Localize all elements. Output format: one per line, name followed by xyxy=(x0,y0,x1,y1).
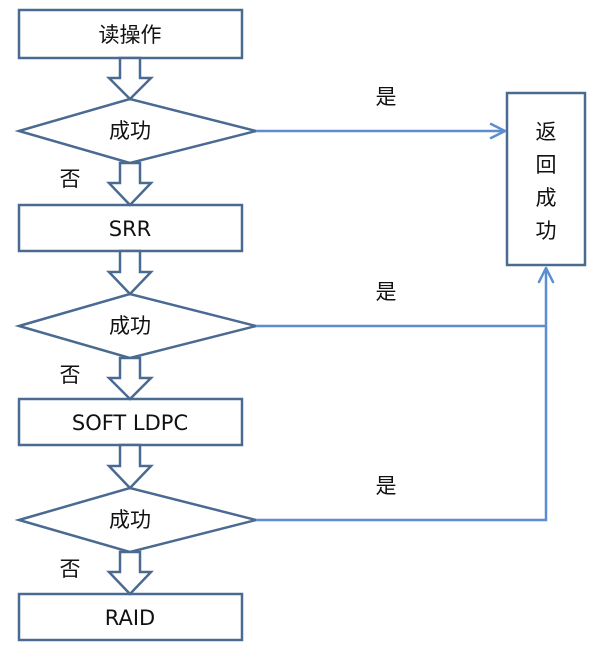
result-char-1: 返 xyxy=(536,120,557,144)
yes-label-2: 是 xyxy=(376,280,397,304)
down-arrow-6 xyxy=(106,550,154,596)
down-arrow-2 xyxy=(106,161,154,207)
down-arrow-5 xyxy=(106,443,154,490)
decision-1-label: 成功 xyxy=(109,119,151,143)
no-label-2: 否 xyxy=(60,363,81,387)
step-raid-label: RAID xyxy=(105,606,155,630)
result-char-2: 回 xyxy=(536,153,557,177)
step-srr xyxy=(17,203,244,253)
step-soft-ldpc-label: SOFT LDPC xyxy=(72,411,188,435)
result-char-3: 成 xyxy=(536,186,557,210)
step-read-operation-label: 读操作 xyxy=(99,23,162,47)
yes-label-1: 是 xyxy=(376,85,397,109)
down-arrow-1 xyxy=(105,56,155,101)
down-arrow-4 xyxy=(105,356,155,401)
yes-connector-3-arrowhead xyxy=(537,266,555,284)
no-label-1: 否 xyxy=(60,167,81,191)
yes-label-3: 是 xyxy=(376,474,397,498)
result-char-4: 功 xyxy=(536,219,557,243)
down-arrow-3 xyxy=(106,249,154,296)
decision-3-label: 成功 xyxy=(109,508,151,532)
no-label-3: 否 xyxy=(60,557,81,581)
yes-connector-1-arrowhead xyxy=(489,122,507,140)
yes-connector-3 xyxy=(256,268,548,522)
step-read-operation xyxy=(17,8,244,60)
decision-2-label: 成功 xyxy=(109,314,151,338)
result-box xyxy=(505,91,587,267)
step-raid xyxy=(17,592,244,642)
step-srr-label: SRR xyxy=(109,217,152,241)
